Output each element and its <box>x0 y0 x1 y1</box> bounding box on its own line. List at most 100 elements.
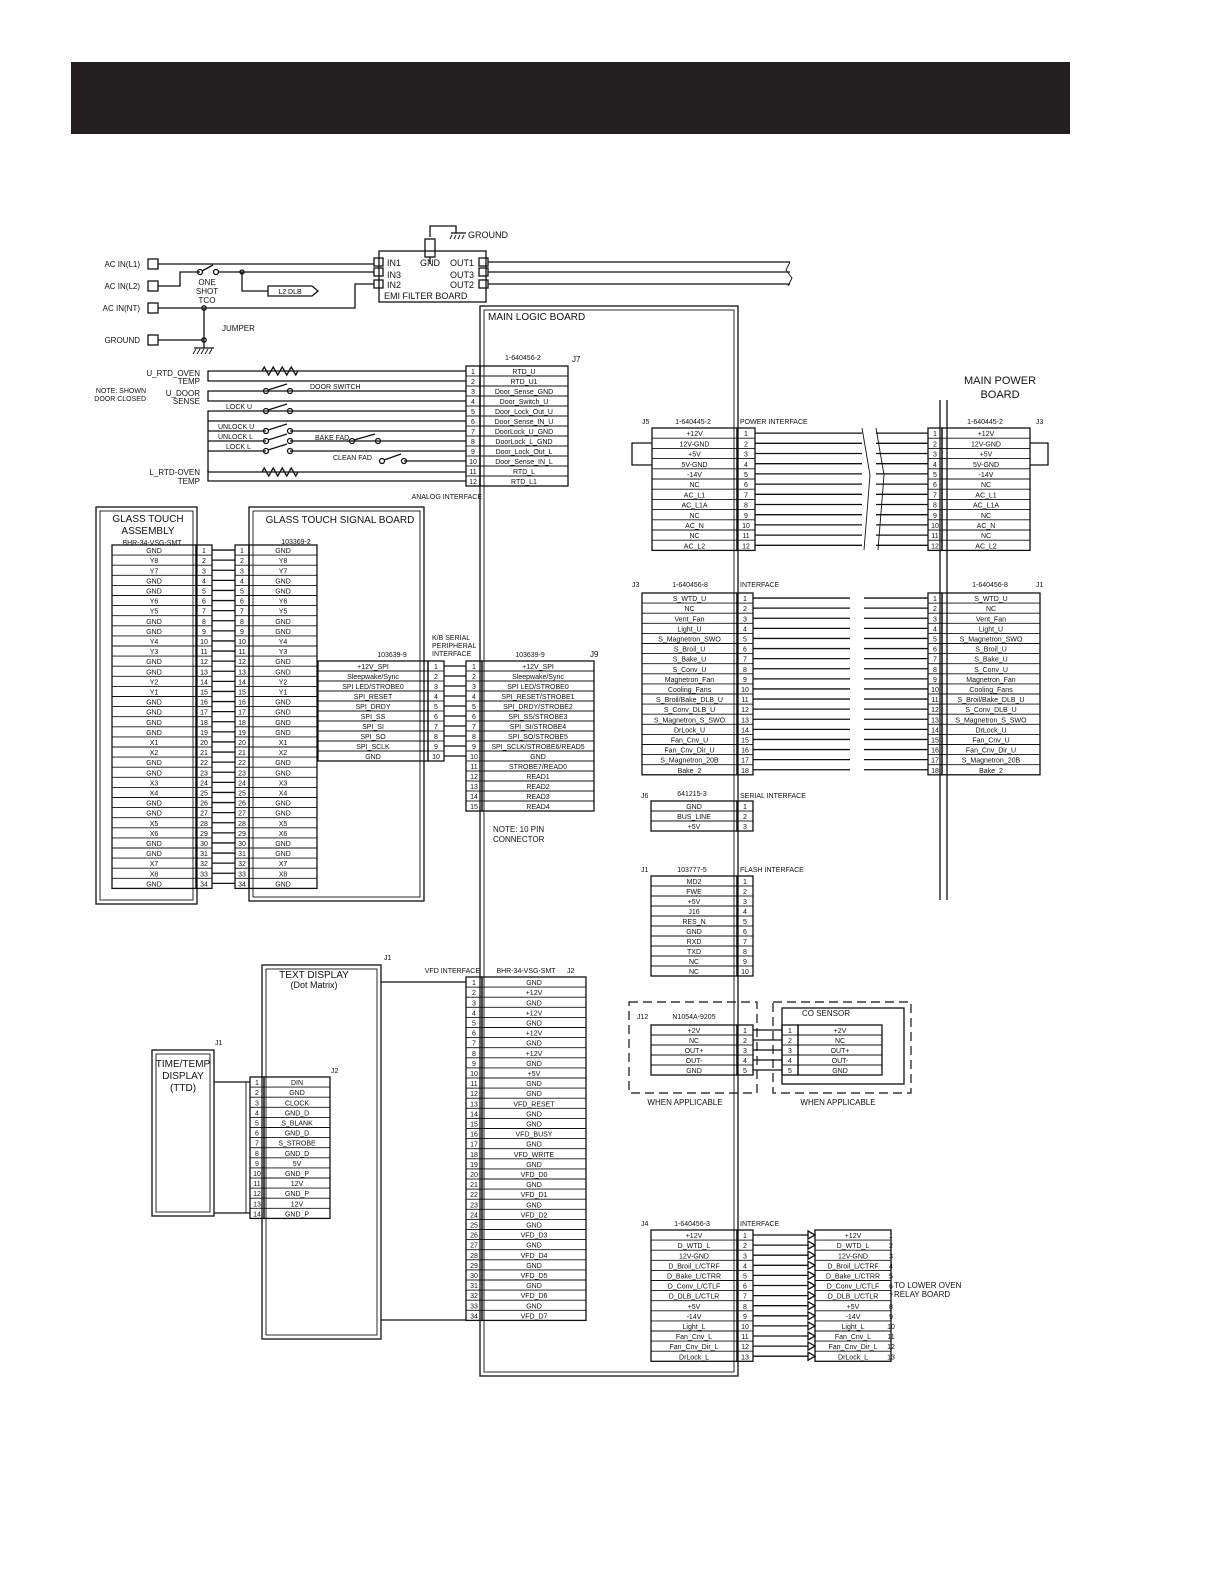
vfd-pin-number: 18 <box>470 1152 478 1159</box>
gta-pin-label: GND <box>146 841 162 848</box>
vfd-pin-label: VFD_D4 <box>521 1253 548 1260</box>
gtsb-pin-label: GND <box>275 851 291 858</box>
j5-pin-number: 1 <box>744 431 748 438</box>
gtsb-pin-label: GND <box>275 811 291 818</box>
gtsb-pin-label: Y3 <box>279 649 288 656</box>
gta-pin-label: Y6 <box>150 599 159 606</box>
j12-pin-label: NC <box>689 1038 699 1045</box>
j9-pin-number: 2 <box>472 674 476 681</box>
emi-out3: OUT3 <box>450 270 474 280</box>
j9-pin-number: 6 <box>472 714 476 721</box>
vfd-pin-label: GND <box>526 1021 542 1028</box>
j3-pin-label: Cooling_Fans <box>668 687 712 694</box>
j5-pin-number: 2 <box>744 441 748 448</box>
gtsb-pin-label: X3 <box>279 780 288 787</box>
pb-j3-pin-label: AC_L2 <box>975 543 997 550</box>
j12-pin-number: 3 <box>743 1048 747 1055</box>
pb-j1-pin-label: Magnetron_Fan <box>966 677 1016 684</box>
ttd-j2: J2 <box>331 1068 339 1075</box>
gtsb-pin-number: 19 <box>238 730 246 737</box>
gtsb-pin-number: 32 <box>238 861 246 868</box>
j3-pin-number: 12 <box>741 707 749 714</box>
emi-out2: OUT2 <box>450 280 474 290</box>
j1-pin-label: NC <box>689 969 699 976</box>
pb-j1-pin-label: DrLock_U <box>975 727 1006 734</box>
j3-pin-number: 10 <box>741 687 749 694</box>
gta-pin-label: GND <box>146 801 162 808</box>
ttd-j2-pin-number: 4 <box>255 1110 259 1117</box>
vfd-label: VFD INTERFACE <box>425 968 481 975</box>
emi-gnd-terminal <box>424 238 436 258</box>
j3-pin-number: 15 <box>741 738 749 745</box>
j3-pin-label: S_Conv_U <box>673 667 707 674</box>
ground-symbol <box>457 234 461 240</box>
vfd-pin-number: 25 <box>470 1223 478 1230</box>
gta-pin-label: X6 <box>150 831 159 838</box>
gtsb-pin-number: 1 <box>240 548 244 555</box>
j7-pin-number: 8 <box>471 439 475 446</box>
pb-j3-pin-number: 1 <box>933 431 937 438</box>
j3-pin-label: Magnetron_Fan <box>665 677 715 684</box>
gtsb-pin-label: GND <box>275 730 291 737</box>
relay-dest: TO LOWER OVEN <box>894 1281 962 1290</box>
j4-pin-label: +12V <box>686 1233 703 1240</box>
j5-pin-label: -14V <box>687 472 702 479</box>
resistor <box>261 466 299 478</box>
pb-j3-pin-number: 9 <box>933 513 937 520</box>
relay-arrow <box>807 1280 817 1291</box>
j7-pin-label: Door_Sense_IN_U <box>495 419 554 426</box>
j5-part: 1-640445-2 <box>675 419 711 426</box>
switch-blade <box>267 423 288 431</box>
l2-dlb-wire <box>241 272 268 292</box>
ttd-j2-pin-number: 12 <box>253 1191 261 1198</box>
j4-relay-pin-number: 11 <box>887 1334 894 1341</box>
vfd-pin-number: 10 <box>470 1071 478 1078</box>
kb-left-pin-number: 4 <box>434 694 438 701</box>
gta-pin-number: 6 <box>202 599 206 606</box>
gta-pin-number: 20 <box>200 740 208 747</box>
u-door-label: U_DOOR <box>166 389 200 398</box>
ttd-title: TIME/TEMP <box>156 1059 211 1070</box>
switch-contact <box>286 447 294 455</box>
vfd-pin-label: GND <box>526 1223 542 1230</box>
gta-pin-label: GND <box>146 548 162 555</box>
vfd-pin-number: 6 <box>472 1031 476 1038</box>
vfd-pin-number: 34 <box>470 1313 478 1320</box>
gtsb-pin-number: 10 <box>238 639 246 646</box>
j4-pin-label: Fan_Cnv_Dir_L <box>669 1344 718 1351</box>
gta-pin-number: 17 <box>200 710 208 717</box>
gtsb-pin-number: 25 <box>238 791 246 798</box>
pb-j1-pin-number: 12 <box>931 707 939 714</box>
j9-pin-number: 15 <box>470 804 478 811</box>
j3-pin-label: S_WTD_U <box>673 596 706 603</box>
ttd-j2-pin-label: GND_P <box>285 1211 309 1218</box>
ttd-j2-pin-number: 11 <box>253 1181 260 1188</box>
l-rtd-label: L_RTD-OVEN <box>149 468 200 477</box>
j4-pin-number: 4 <box>743 1263 747 1270</box>
l2-dlb-label: L2 DLB <box>278 289 302 296</box>
j4-relay-pin-label: 12V-GND <box>838 1253 868 1260</box>
kb-left-pin-label: SPI LED/STROBE0 <box>342 684 404 691</box>
j4-pin-label: Light_L <box>683 1324 706 1331</box>
gtsb-pin-label: GND <box>275 720 291 727</box>
glass-touch-assembly-title: GLASS TOUCH <box>112 514 183 525</box>
j9-pin-number: 11 <box>470 764 477 771</box>
co-pin-number: 1 <box>788 1028 792 1035</box>
j12-pin-label: +2V <box>688 1028 701 1035</box>
co-pin-number: 4 <box>788 1058 792 1065</box>
j4-relay-pin-label: D_DLB_L/CTLR <box>828 1294 879 1301</box>
ground-symbol <box>196 348 201 355</box>
j4-relay-pin-number: 10 <box>887 1324 895 1331</box>
gta-pin-label: GND <box>146 811 162 818</box>
gta-pin-number: 4 <box>202 578 206 585</box>
j3-pin-number: 3 <box>743 616 747 623</box>
glass-touch-assembly-inner <box>99 510 194 901</box>
gtsb-pin-label: Y2 <box>279 679 288 686</box>
vfd-pin-number: 21 <box>470 1182 478 1189</box>
j9-pin-number: 14 <box>470 794 478 801</box>
j3-pin-label: S_Conv_DLB_U <box>664 707 715 714</box>
kb-left-pin-number: 6 <box>434 714 438 721</box>
vfd-pin-number: 23 <box>470 1202 478 1209</box>
tco-label: SHOT <box>196 287 218 296</box>
pb-j1-pin-number: 4 <box>933 626 937 633</box>
